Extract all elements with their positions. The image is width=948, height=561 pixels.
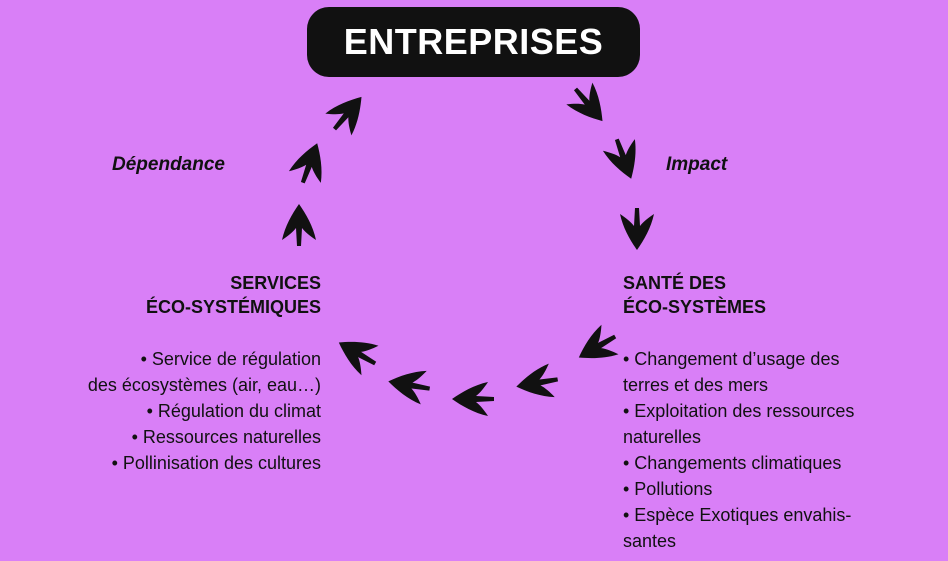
leaf-arrow-icon bbox=[620, 208, 654, 250]
sante-heading: SANTÉ DES ÉCO-SYSTÈMES bbox=[623, 271, 766, 319]
label-impact: Impact bbox=[666, 154, 728, 175]
list-item: santes bbox=[623, 531, 677, 551]
sante-heading-line1: SANTÉ DES bbox=[623, 273, 727, 293]
list-item: • Ressources naturelles bbox=[131, 427, 321, 447]
list-item: • Régulation du climat bbox=[146, 401, 321, 421]
leaf-arrow-icon bbox=[570, 321, 624, 373]
leaf-arrow-icon bbox=[282, 204, 316, 246]
services-list: • Service de régulation des écosystèmes … bbox=[88, 346, 321, 476]
list-item: • Pollutions bbox=[623, 479, 713, 499]
list-item: naturelles bbox=[623, 427, 702, 447]
list-item: terres et des mers bbox=[623, 375, 769, 395]
sante-list: • Changement d’usage des terres et des m… bbox=[623, 346, 854, 554]
list-item: • Changement d’usage des bbox=[623, 349, 840, 369]
entreprises-pill: ENTREPRISES bbox=[307, 7, 640, 77]
services-heading-line1: SERVICES bbox=[230, 273, 321, 293]
list-item: des écosystèmes (air, eau…) bbox=[87, 375, 321, 395]
list-item: • Changements climatiques bbox=[623, 453, 842, 473]
list-item: • Espèce Exotiques envahis- bbox=[623, 505, 852, 525]
leaf-arrow-icon bbox=[330, 327, 384, 379]
leaf-arrow-icon bbox=[286, 137, 334, 189]
leaf-arrow-icon bbox=[385, 364, 433, 406]
label-dependance: Dépendance bbox=[112, 154, 225, 175]
leaf-arrow-icon bbox=[321, 85, 375, 141]
leaf-arrow-icon bbox=[513, 362, 561, 404]
leaf-arrow-icon bbox=[452, 382, 494, 416]
list-item: • Exploitation des ressources bbox=[623, 401, 855, 421]
list-item: • Service de régulation bbox=[140, 349, 321, 369]
title: ENTREPRISES bbox=[343, 21, 604, 62]
sante-heading-line2: ÉCO-SYSTÈMES bbox=[623, 297, 767, 317]
leaf-arrow-icon bbox=[600, 133, 648, 185]
leaf-arrow-icon bbox=[562, 77, 616, 133]
services-heading-line2: ÉCO-SYSTÉMIQUES bbox=[145, 297, 321, 317]
list-item: • Pollinisation des cultures bbox=[111, 453, 321, 473]
services-heading: SERVICES ÉCO-SYSTÉMIQUES bbox=[146, 271, 321, 319]
